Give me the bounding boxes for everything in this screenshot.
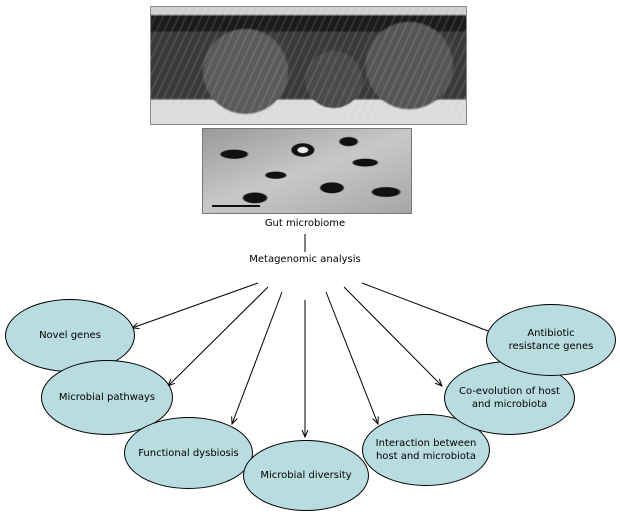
node-co-evolution-label: Co-evolution of host and microbiota (459, 386, 560, 410)
node-antibiotic-resistance: Antibiotic resistance genes (486, 304, 616, 376)
node-functional-dysbiosis-label: Functional dysbiosis (138, 447, 239, 459)
arrow-co-evolution (343, 286, 442, 386)
arrow-functional-dysbiosis (232, 291, 283, 424)
arrow-novel-genes (132, 282, 259, 328)
arrow-interaction (325, 291, 378, 424)
node-novel-genes: Novel genes (5, 299, 135, 372)
node-novel-genes-label: Novel genes (39, 330, 101, 341)
root-label: Gut microbiome (264, 218, 346, 229)
node-microbial-diversity-label: Microbial diversity (260, 470, 352, 481)
node-interaction-label: Interaction between host and microbiota (375, 438, 477, 462)
gut-tissue-micrograph (150, 6, 467, 125)
scale-bar (212, 205, 260, 207)
node-co-evolution: Co-evolution of host and microbiota (444, 361, 575, 435)
node-microbial-diversity: Microbial diversity (243, 440, 369, 511)
node-antibiotic-resistance-label: Antibiotic resistance genes (508, 328, 594, 352)
arrow-antibiotic-resistance (361, 282, 496, 334)
microbial-cells-micrograph (202, 128, 412, 214)
arrow-microbial-pathways (168, 286, 269, 386)
node-microbial-pathways-label: Microbial pathways (58, 392, 156, 403)
method-label: Metagenomic analysis (249, 254, 361, 265)
node-functional-dysbiosis: Functional dysbiosis (124, 417, 253, 489)
